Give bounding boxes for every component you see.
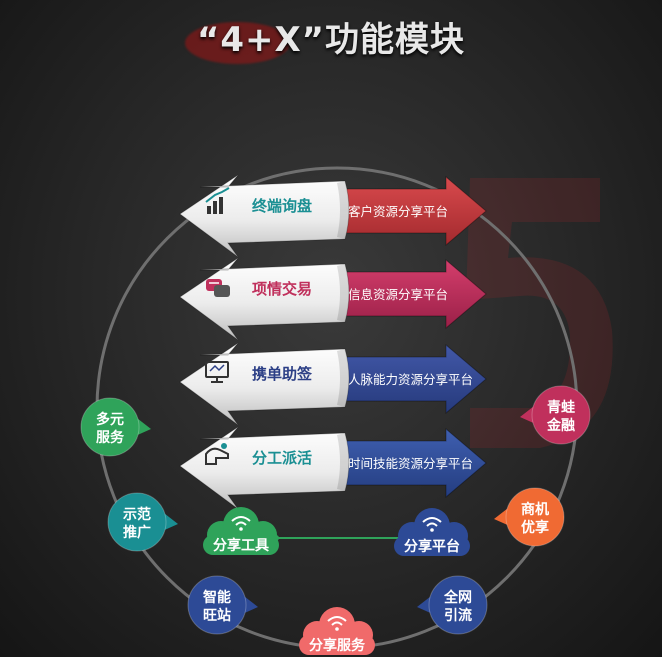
- function-ribbon: 终端询盘: [179, 174, 350, 258]
- feature-bubble-line1: 智能: [202, 589, 231, 606]
- module-row: 客户资源分享平台 终端询盘: [179, 174, 487, 258]
- function-ribbon: 项情交易: [179, 257, 350, 341]
- function-ribbon-label: 项情交易: [252, 280, 312, 298]
- title-highlight-blob: [185, 22, 290, 64]
- resource-arrow-label: 客户资源分享平台: [348, 204, 448, 219]
- resource-arrow: 客户资源分享平台: [339, 175, 487, 247]
- cloud-share-service: 分享服务: [299, 607, 375, 655]
- cloud-share-service-label: 分享服务: [309, 637, 366, 654]
- feature-bubble-line1: 示范: [123, 506, 151, 523]
- function-ribbon-label: 终端询盘: [252, 197, 312, 215]
- chat-icon: [206, 279, 230, 297]
- feature-bubble-line2: 推广: [123, 524, 151, 541]
- function-ribbon: 分工派活: [179, 426, 350, 510]
- wifi-icon: [327, 616, 347, 631]
- resource-arrow: 信息资源分享平台: [339, 258, 487, 330]
- wifi-icon: [231, 516, 251, 531]
- module-row: 时间技能资源分享平台 分工派活: [179, 426, 487, 510]
- cloud-share-tools-label: 分享工具: [213, 537, 269, 554]
- resource-arrow-label: 时间技能资源分享平台: [348, 456, 473, 471]
- resource-arrow: 时间技能资源分享平台: [339, 427, 487, 499]
- feature-bubble-line2: 金融: [546, 417, 575, 434]
- module-row: 人脉能力资源分享平台 携单助签: [179, 342, 487, 426]
- feature-bubble-line2: 旺站: [203, 607, 231, 624]
- feature-bubble-line1: 青蛙: [547, 399, 575, 416]
- cloud-share-platform-label: 分享平台: [404, 538, 460, 555]
- function-ribbon-label: 分工派活: [252, 449, 312, 467]
- feature-bubble-line2: 优享: [521, 519, 549, 536]
- module-row: 信息资源分享平台 项情交易: [179, 257, 487, 341]
- feature-bubble-line1: 商机: [521, 501, 549, 518]
- feature-bubble-line1: 全网: [443, 589, 472, 606]
- resource-arrow-label: 人脉能力资源分享平台: [348, 372, 473, 387]
- title-area: “4+X”功能模块: [0, 0, 662, 70]
- resource-arrow: 人脉能力资源分享平台: [339, 343, 487, 415]
- function-ribbon-label: 携单助签: [252, 365, 313, 383]
- function-ribbon: 携单助签: [179, 342, 350, 426]
- feature-bubble-line2: 引流: [444, 607, 472, 624]
- hand-icon: [205, 443, 229, 465]
- wifi-icon: [422, 517, 442, 532]
- cloud-share-platform: 分享平台: [394, 508, 470, 556]
- chart-icon: [205, 187, 230, 214]
- resource-arrow-label: 信息资源分享平台: [348, 287, 448, 302]
- feature-bubble-line1: 多元: [96, 411, 124, 428]
- monitor-icon: [205, 361, 229, 383]
- page-title: “4+X”功能模块: [196, 20, 466, 60]
- cloud-share-tools: 分享工具: [203, 507, 279, 555]
- feature-bubble-line2: 服务: [96, 429, 125, 446]
